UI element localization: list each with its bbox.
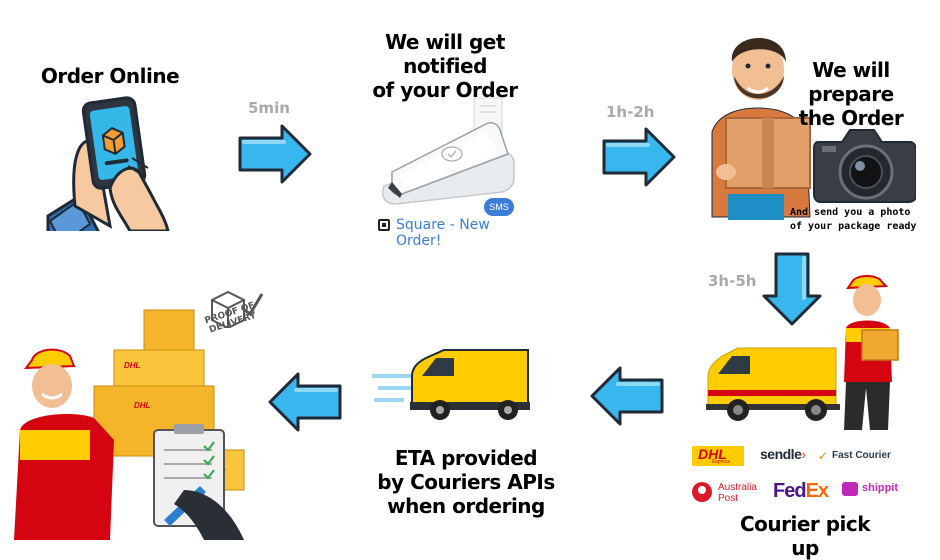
notified-title: We will get notified of your Order [340, 30, 550, 102]
phone-hand-icon [46, 96, 170, 231]
arrow-right-icon [238, 124, 312, 184]
sendle-logo: sendle› [760, 446, 806, 462]
delivery-man-boxes-icon: DHL DHL DHL [14, 309, 245, 540]
shippit-logo: shippit [842, 480, 902, 500]
fedex-logo-ex: Ex [805, 480, 829, 502]
photo-line2: of your package ready [790, 221, 917, 232]
square-logo-icon [378, 219, 390, 231]
order-online-title: Order Online [40, 64, 180, 88]
fedex-logo: FedEx [773, 480, 829, 503]
arrow-left-icon [590, 366, 664, 426]
eta-line1: ETA provided [394, 446, 538, 470]
duration-1h-2h: 1h-2h [606, 103, 655, 121]
delivery-van-icon [372, 349, 530, 420]
photo-line1: And send you a photo [790, 207, 911, 218]
dhl-logo-sub: Express [712, 459, 731, 465]
duration-5min: 5min [248, 99, 290, 117]
fastcourier-logo-text: Fast Courier [832, 450, 891, 461]
svg-text:DHL: DHL [124, 361, 141, 370]
eta-title: ETA provided by Couriers APIs when order… [376, 446, 556, 518]
eta-line3: when ordering [387, 494, 545, 518]
packer-man-icon [711, 37, 811, 220]
dhl-logo: DHL Express [692, 446, 744, 466]
arrow-right-icon [602, 127, 676, 187]
sms-badge: SMS [484, 198, 514, 216]
fastcourier-logo-icon: ✓ [818, 449, 829, 463]
photo-note: And send you a photo of your package rea… [790, 206, 938, 234]
duration-3h-5h: 3h-5h [708, 272, 757, 290]
eta-line2: by Couriers APIs [377, 470, 555, 494]
arrow-left-icon [268, 372, 342, 432]
sendle-logo-text: sendle [760, 446, 802, 462]
courier-pickup-title: Courier pick up [739, 512, 871, 560]
shippit-logo-icon [842, 482, 858, 496]
prepare-line1: We will prepare [808, 58, 894, 106]
svg-text:DHL: DHL [134, 401, 151, 410]
prepare-line2: the Order [798, 106, 904, 130]
dhl-logo-text: DHL [698, 446, 727, 462]
square-terminal-icon [382, 97, 515, 205]
prepare-title: We will prepare the Order [776, 58, 926, 130]
camera-icon [813, 129, 916, 203]
fedex-logo-fed: Fed [773, 480, 807, 502]
notified-line1: We will get notified [385, 30, 505, 78]
arrow-down-icon [762, 252, 822, 326]
shippit-logo-text: shippit [862, 482, 899, 494]
dhl-van-icon [706, 347, 840, 421]
square-caption: Square - New Order! [378, 217, 538, 249]
courier-man-icon [844, 275, 899, 430]
proof-of-delivery-icon [211, 290, 264, 328]
square-caption-text: Square - New Order! [396, 217, 490, 249]
